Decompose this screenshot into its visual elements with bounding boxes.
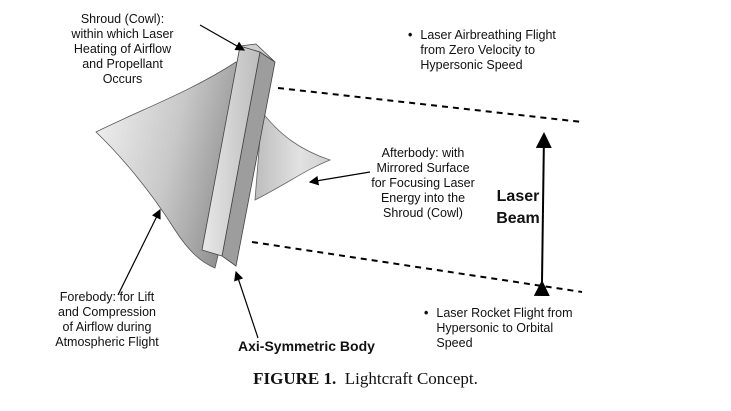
forebody-line: of Airflow during	[62, 320, 152, 334]
afterbody-line: Afterbody: with	[381, 146, 465, 160]
figure-caption: FIGURE 1. Lightcraft Concept.	[0, 369, 731, 389]
forebody-label: Forebody: for Lift and Compression of Ai…	[32, 290, 182, 350]
figure-title: Lightcraft Concept.	[344, 369, 478, 388]
flight-top-line: Laser Airbreathing Flight	[420, 28, 556, 42]
afterbody-label: Afterbody: with Mirrored Surface for Foc…	[358, 146, 488, 221]
afterbody-line: Shroud (Cowl)	[383, 206, 463, 220]
laser-beam-line: Laser	[496, 188, 540, 205]
cowl-top	[239, 43, 276, 63]
shroud-line: Heating of Airflow	[73, 42, 172, 56]
flight-bottom-line: Speed	[436, 336, 473, 350]
laser-beam-bottom-line	[251, 241, 583, 293]
afterbody-line: Mirrored Surface	[376, 161, 470, 175]
forebody-line: Forebody: for Lift	[59, 290, 155, 304]
forebody-line: and Compression	[58, 305, 156, 319]
flight-top-line: Hypersonic Speed	[420, 58, 523, 72]
shroud-pointer-arrow	[199, 24, 246, 51]
laser-beam-line: Beam	[496, 210, 540, 227]
airbreathing-flight-note: • Laser Airbreathing Flight from Zero Ve…	[408, 28, 608, 73]
flight-bottom-line: Laser Rocket Flight from	[436, 306, 573, 320]
body-pointer-arrow	[234, 270, 259, 339]
forebody-pointer-arrow	[117, 208, 161, 296]
bullet-icon: •	[424, 306, 429, 320]
shroud-line: Occurs	[102, 72, 143, 86]
flight-bottom-line: Hypersonic to Orbital	[436, 321, 554, 335]
figure-number: FIGURE 1.	[253, 369, 337, 388]
laser-beam-label: Laser Beam	[488, 186, 548, 230]
shroud-line: within which Laser	[71, 27, 174, 41]
axi-symmetric-body-label: Axi-Symmetric Body	[238, 338, 375, 354]
afterbody-line: for Focusing Laser	[371, 176, 475, 190]
afterbody-pointer-arrow	[308, 171, 371, 186]
laser-beam-extent-arrow	[533, 132, 552, 297]
rocket-flight-note: • Laser Rocket Flight from Hypersonic to…	[424, 306, 624, 351]
afterbody-shape	[254, 110, 332, 201]
shroud-label: Shroud (Cowl): within which Laser Heatin…	[60, 12, 185, 87]
flight-top-line: from Zero Velocity to	[420, 43, 536, 57]
shroud-line: and Propellant	[82, 57, 163, 71]
laser-beam-top-line	[277, 87, 583, 123]
shroud-line: Shroud (Cowl):	[80, 12, 165, 26]
forebody-line: Atmospheric Flight	[55, 335, 159, 349]
bullet-icon: •	[408, 28, 413, 42]
afterbody-line: Energy into the	[380, 191, 466, 205]
